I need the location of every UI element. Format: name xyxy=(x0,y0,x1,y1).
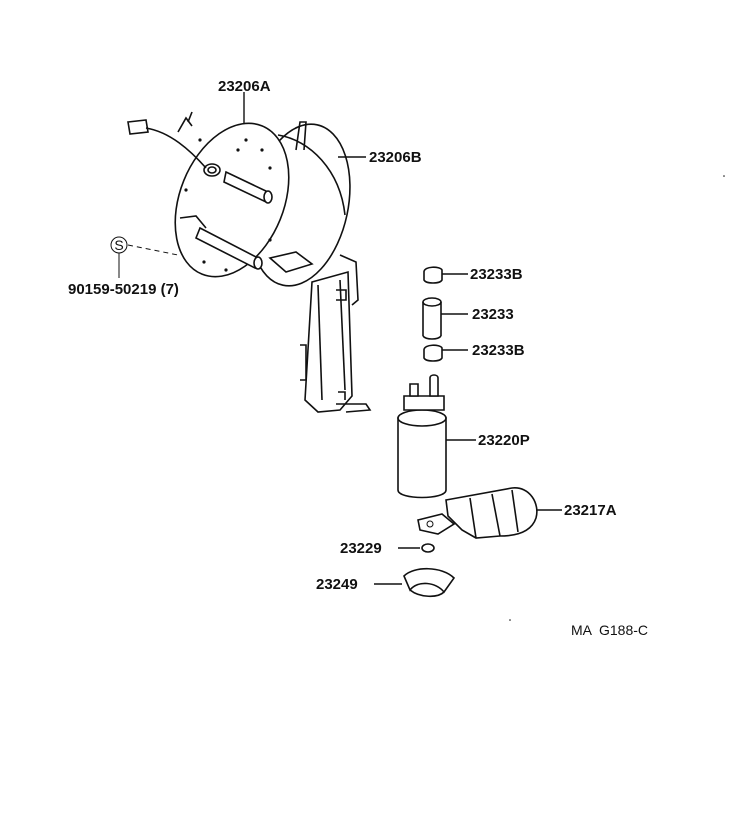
label-23233B-top: 23233B xyxy=(470,266,523,283)
label-23206B: 23206B xyxy=(369,149,422,166)
fuel-filter-23217A xyxy=(417,487,562,539)
screw-90159-50219: S xyxy=(110,236,179,278)
label-23233B-bottom: 23233B xyxy=(472,342,525,359)
label-23233: 23233 xyxy=(472,306,514,323)
pump-flange-plate-23206A xyxy=(127,111,314,278)
fuel-pump-23220P xyxy=(397,374,476,499)
label-23217A: 23217A xyxy=(564,502,617,519)
label-90159-50219: 90159-50219 (7) xyxy=(68,281,179,298)
hose-clamp-23233B-top xyxy=(423,266,468,284)
clip-23229 xyxy=(398,543,435,553)
label-23229: 23229 xyxy=(340,540,382,557)
cushion-23249 xyxy=(374,567,456,598)
screw-symbol-s: S xyxy=(114,237,123,253)
label-23206A: 23206A xyxy=(218,78,271,95)
label-23220P: 23220P xyxy=(478,432,530,449)
drawing-code: MA G188-C xyxy=(571,622,648,638)
fuel-hose-23233 xyxy=(422,297,468,340)
hose-clamp-23233B-bottom xyxy=(423,344,468,362)
label-23249: 23249 xyxy=(316,576,358,593)
